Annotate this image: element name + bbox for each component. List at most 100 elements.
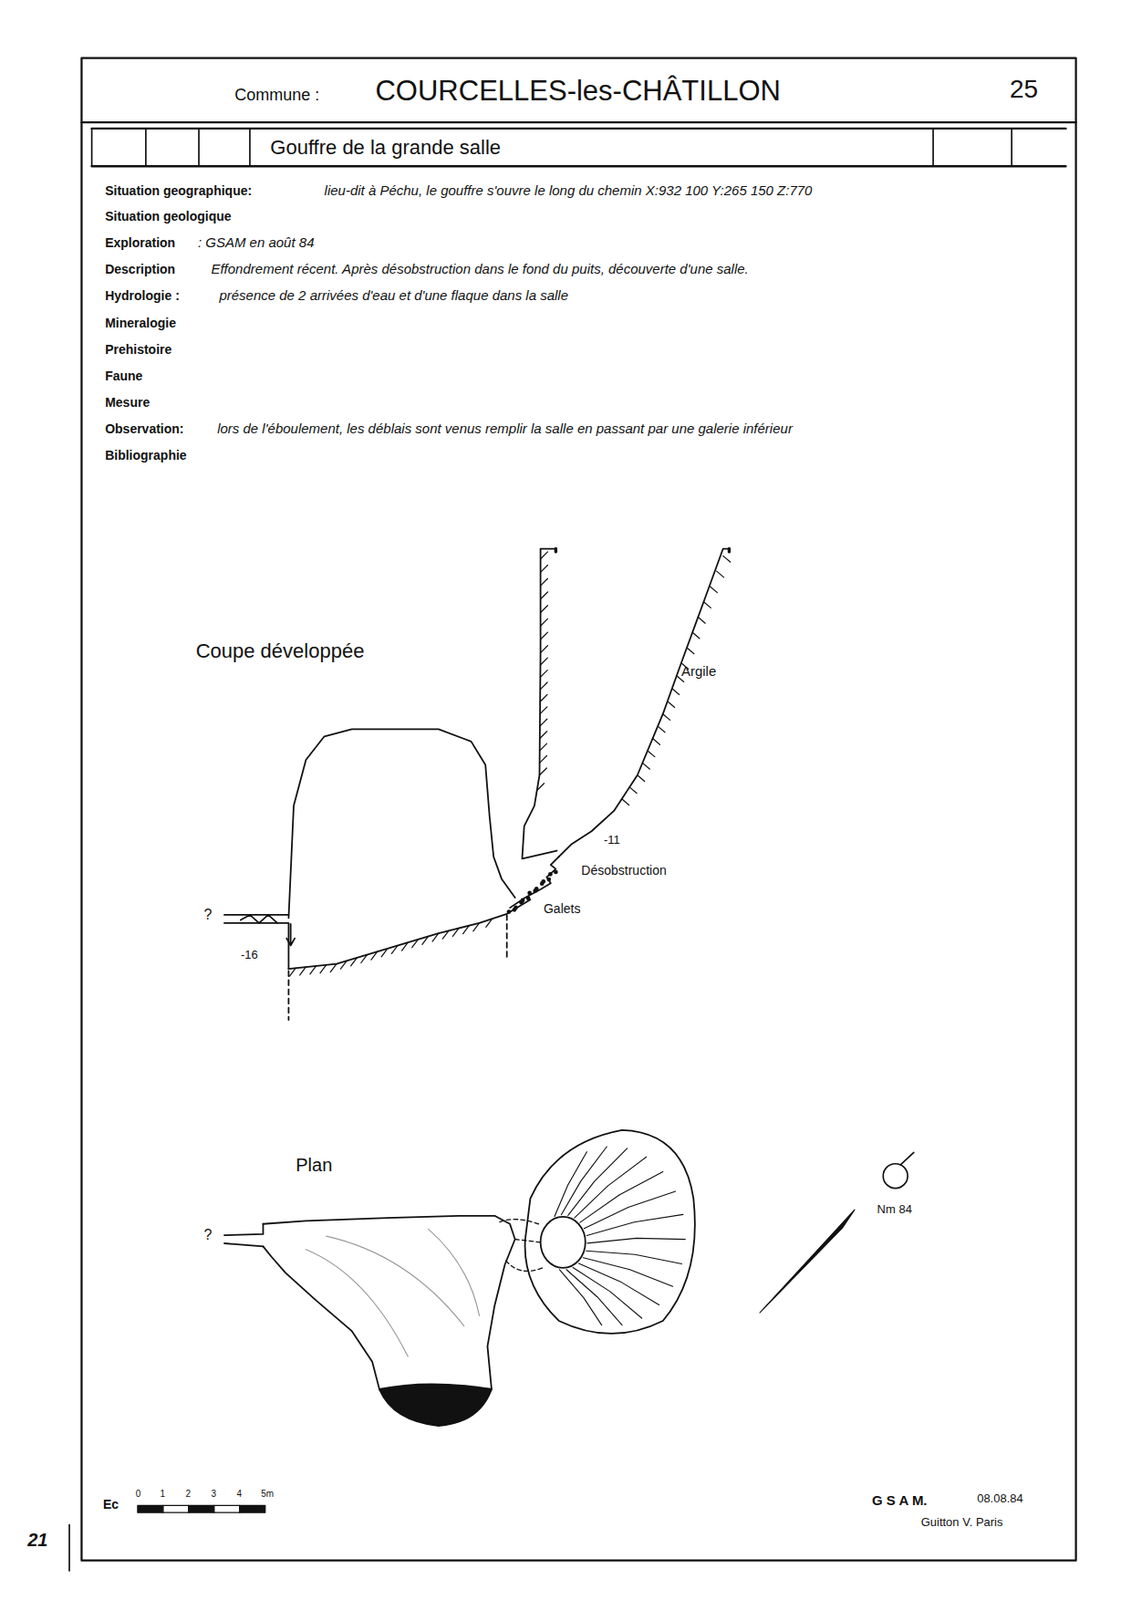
scale-segment xyxy=(163,1504,189,1513)
header-rule xyxy=(92,128,1067,167)
field-name: Observation: xyxy=(104,421,184,436)
north-tick xyxy=(900,1151,914,1164)
slope-lines xyxy=(554,1146,685,1326)
pebble xyxy=(513,905,519,911)
margin-rule xyxy=(68,1525,71,1571)
field-name: Faune xyxy=(104,368,143,384)
wall-hatching xyxy=(622,555,731,805)
north-label: Nm 84 xyxy=(877,1203,913,1217)
chamber-wall xyxy=(288,728,515,918)
scale-number: 0 xyxy=(135,1488,142,1500)
field-name: Situation geographique: xyxy=(104,183,252,198)
floor-texture xyxy=(305,1228,479,1357)
pool xyxy=(379,1383,492,1426)
feature-label: Galets xyxy=(543,901,581,916)
unexplored-line xyxy=(288,914,507,1020)
scale-number: 3 xyxy=(210,1488,217,1500)
scale-number: 1 xyxy=(160,1488,167,1500)
floor-hatching xyxy=(290,918,493,976)
view-title: Coupe développée xyxy=(196,639,365,663)
pebble xyxy=(548,871,553,877)
slope-line xyxy=(566,1269,623,1326)
club-name: G S A M. xyxy=(871,1492,928,1508)
pebble xyxy=(527,891,532,896)
header-cell xyxy=(92,128,1013,167)
field-value: présence de 2 arrivées d'eau et d'une fl… xyxy=(218,287,569,303)
pebble xyxy=(553,870,559,875)
field-value: lieu-dit à Péchu, le gouffre s'ouvre le … xyxy=(324,182,813,198)
doline-outline xyxy=(525,1130,696,1334)
chamber-wall xyxy=(288,923,291,969)
water-inlet xyxy=(240,914,278,924)
chamber-outline xyxy=(262,1215,515,1390)
shaft-lip xyxy=(554,549,558,552)
section-view xyxy=(224,549,731,1021)
pebble xyxy=(520,898,526,903)
unknown-mark: ? xyxy=(204,906,213,924)
slope-line xyxy=(587,1237,685,1244)
water-arrow xyxy=(286,923,295,945)
slope-line xyxy=(574,1156,647,1218)
pebble xyxy=(546,877,551,882)
drawing-group xyxy=(69,58,1077,1571)
shaft-wall xyxy=(521,549,557,860)
survey-date: 08.08.84 xyxy=(976,1492,1024,1506)
scale-bar xyxy=(137,1504,266,1513)
hidden-link xyxy=(499,1219,543,1272)
squeeze xyxy=(509,856,560,908)
field-name: Exploration xyxy=(104,235,176,250)
author-name: Guitton V. Paris xyxy=(921,1515,1004,1530)
depth-label: -16 xyxy=(240,948,259,963)
depth-label: -11 xyxy=(603,833,621,848)
shaft-lip xyxy=(727,549,731,552)
field-name: Commune : xyxy=(234,85,320,105)
view-title: Plan xyxy=(295,1154,333,1176)
field-name: Prehistoire xyxy=(104,342,172,357)
plan-view xyxy=(224,1130,696,1426)
scale-segment xyxy=(239,1504,266,1513)
north-circle xyxy=(882,1163,908,1189)
pebble xyxy=(540,879,546,884)
field-value: Effondrement récent. Après désobstructio… xyxy=(210,260,748,277)
slope-line xyxy=(586,1214,684,1235)
pebble xyxy=(534,886,540,892)
field-name: Situation geologique xyxy=(104,208,231,224)
field-name: Description xyxy=(104,261,176,277)
material-label: Argile xyxy=(681,663,716,679)
field-name: Mesure xyxy=(104,394,150,410)
scale-label: Ec xyxy=(103,1496,119,1512)
slope-line xyxy=(554,1151,587,1217)
pebble xyxy=(526,895,531,901)
chamber-floor xyxy=(288,899,530,969)
unknown-mark: ? xyxy=(204,1226,213,1244)
wall-hatching xyxy=(290,551,731,976)
cave-name: Gouffre de la grande salle xyxy=(269,135,501,159)
slope-line xyxy=(568,1148,628,1215)
commune-name: COURCELLES-les-CHÂTILLON xyxy=(374,74,780,108)
scale-segment xyxy=(137,1504,164,1513)
field-name: Bibliographie xyxy=(104,447,187,463)
north-arrow xyxy=(759,1209,855,1313)
scale-segment xyxy=(214,1504,240,1513)
side-passage xyxy=(224,914,289,924)
shaft-mouth xyxy=(540,1216,586,1268)
field-value: : GSAM en août 84 xyxy=(197,234,315,250)
scale-number: 5m xyxy=(260,1488,274,1500)
scale-number: 2 xyxy=(185,1488,191,1500)
header-rule xyxy=(81,121,1076,124)
slope-line xyxy=(580,1171,664,1223)
slope-line xyxy=(560,1146,607,1215)
scale-number: 4 xyxy=(236,1488,242,1500)
scale-segment xyxy=(188,1504,215,1513)
page-number: 21 xyxy=(27,1529,48,1551)
field-value: lors de l'éboulement, les déblais sont v… xyxy=(217,420,793,436)
field-name: Hydrologie : xyxy=(104,288,180,303)
feature-label: Désobstruction xyxy=(581,862,666,878)
pebble xyxy=(507,909,512,914)
side-passage xyxy=(224,1224,263,1247)
field-name: Mineralogie xyxy=(104,315,177,331)
slope-line xyxy=(572,1266,642,1318)
sheet-frame xyxy=(81,58,1076,1561)
wall-hatching xyxy=(537,551,549,791)
